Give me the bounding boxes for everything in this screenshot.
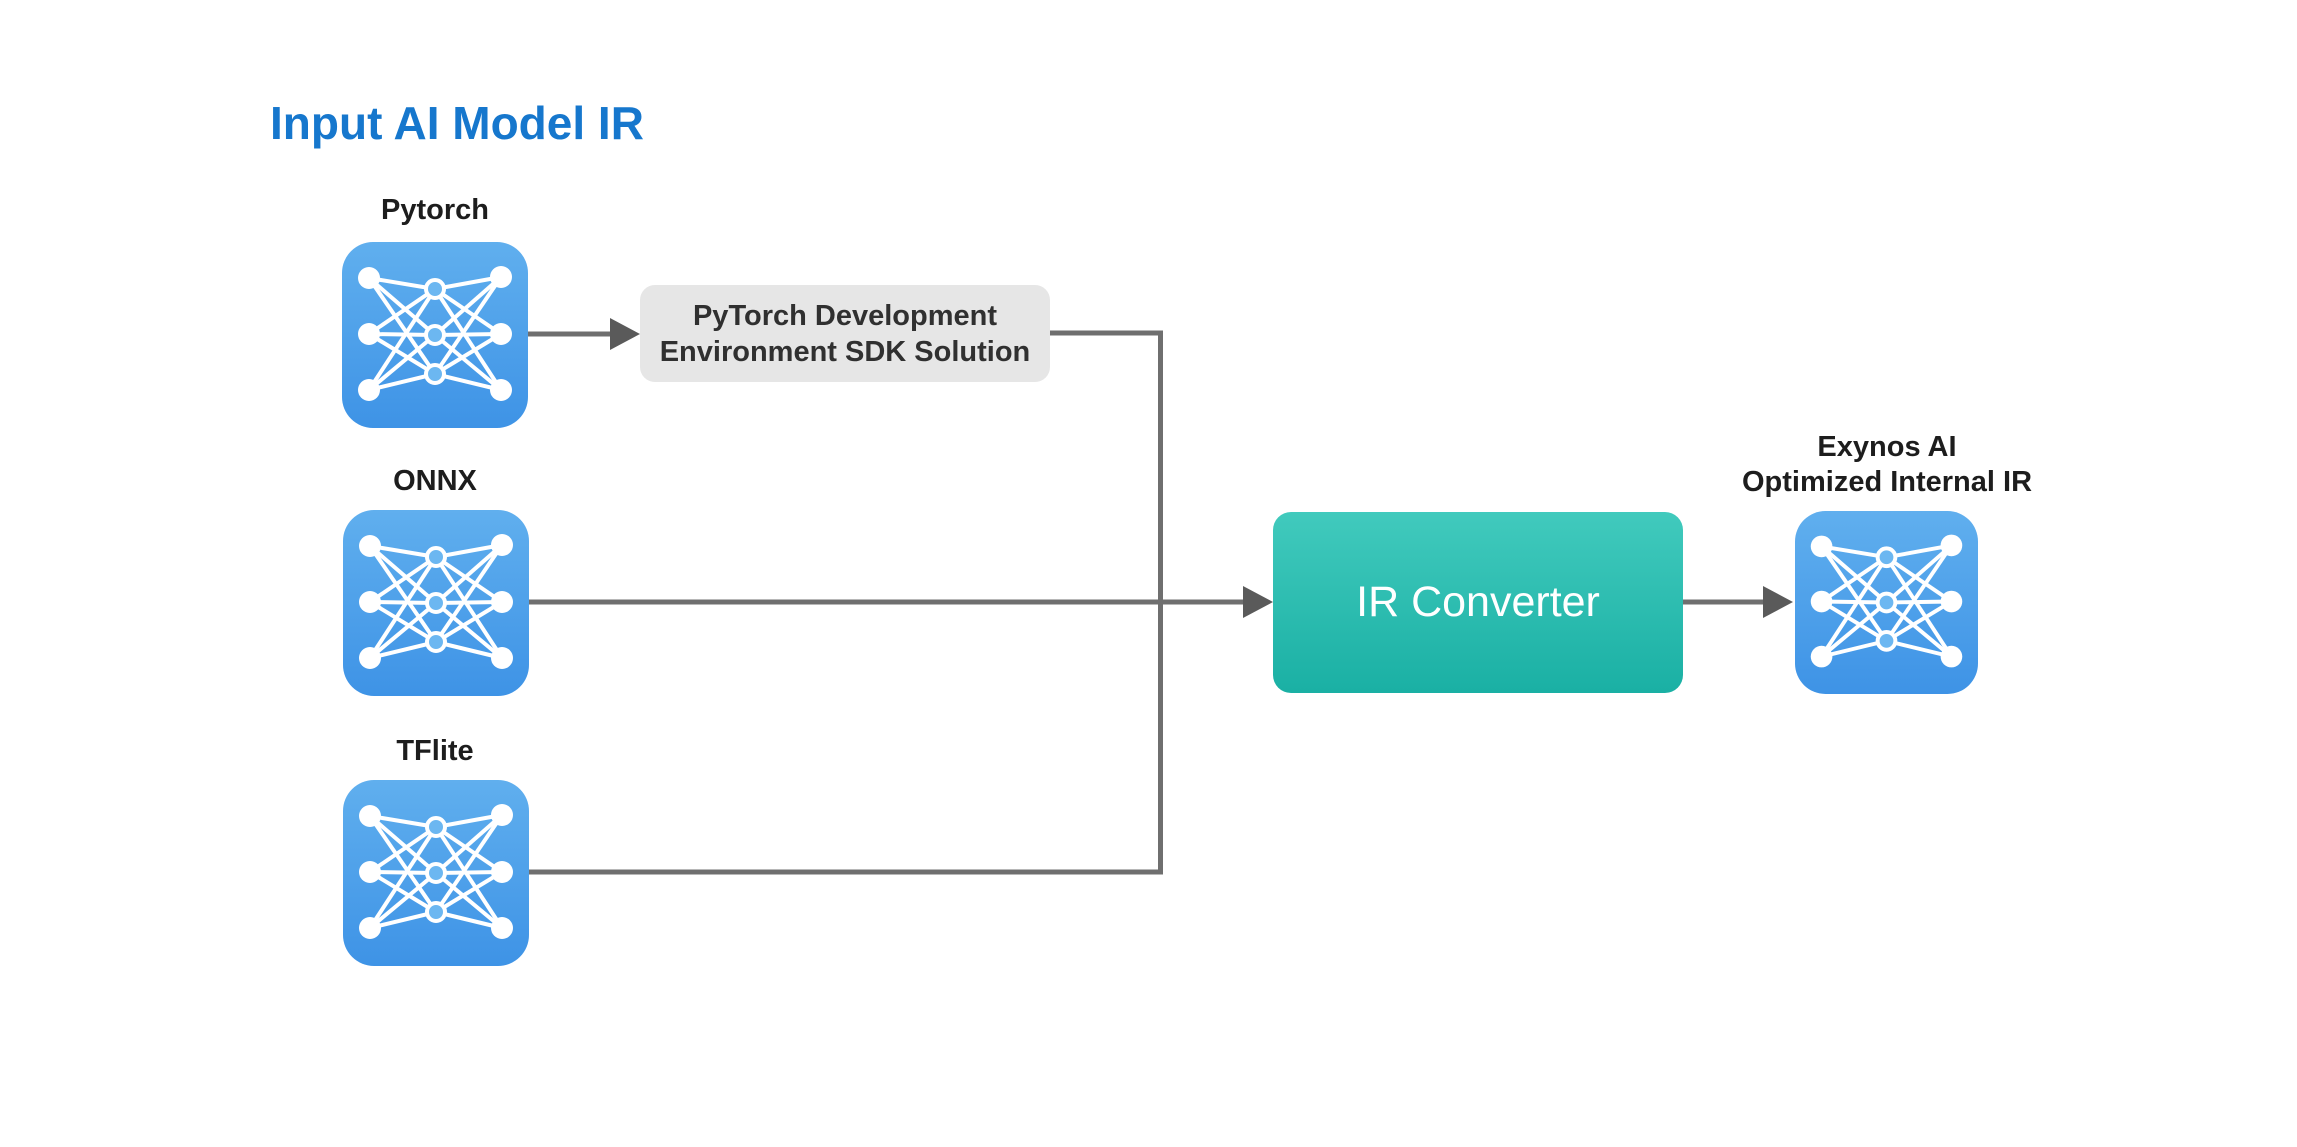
ir-converter-box: IR Converter [1273, 512, 1683, 693]
sdk-box-line2: Environment SDK Solution [659, 335, 1031, 368]
line-sdk-to-junction [1050, 330, 1163, 872]
arrowhead-icon [610, 318, 640, 350]
neural-network-icon [1795, 511, 1978, 694]
exynos-label-line2: Optimized Internal IR [1741, 466, 2033, 498]
tflite-model-icon [343, 780, 529, 966]
neural-network-icon [343, 780, 529, 966]
onnx-label: ONNX [393, 465, 477, 497]
pytorch-sdk-box: PyTorch Development Environment SDK Solu… [640, 285, 1050, 382]
exynos-model-icon [1795, 510, 1978, 695]
tflite-label: TFlite [396, 735, 474, 767]
page-title: Input AI Model IR [270, 97, 644, 149]
ir-converter-label: IR Converter [1356, 578, 1600, 626]
exynos-label-line1: Exynos AI [1817, 431, 1957, 463]
arrowhead-icon [1243, 586, 1273, 618]
neural-network-icon [342, 242, 528, 428]
arrowhead-icon [1763, 586, 1793, 618]
sdk-box-line1: PyTorch Development [692, 299, 998, 332]
pytorch-model-icon [342, 242, 528, 428]
pytorch-label: Pytorch [381, 194, 489, 226]
exynos-output-label: Exynos AI Optimized Internal IR [1737, 430, 2037, 500]
onnx-model-icon [343, 510, 529, 696]
neural-network-icon [343, 510, 529, 696]
